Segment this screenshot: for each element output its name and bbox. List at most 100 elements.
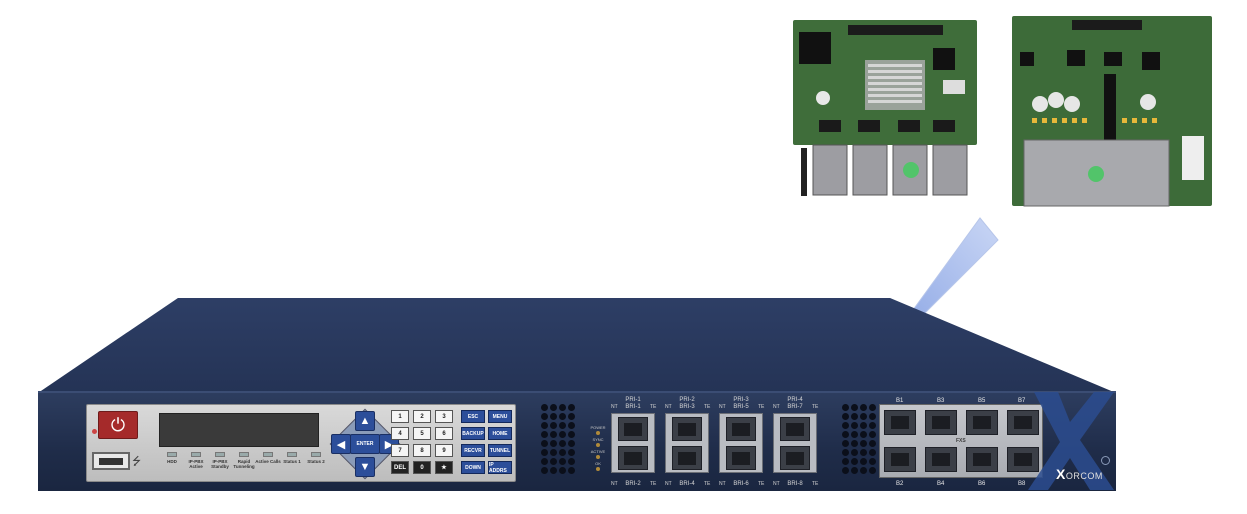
fxs-port-panel: FXS [879, 404, 1043, 478]
te-label: TE [704, 404, 711, 410]
b2-label: B2 [896, 481, 904, 487]
bri-6-port[interactable] [726, 446, 756, 470]
bri-4-label: BRI-4 [679, 481, 695, 487]
bri-6-label: BRI-6 [733, 481, 749, 487]
key-1[interactable]: 1 [391, 410, 409, 423]
b1-port[interactable] [884, 410, 916, 435]
enter-button[interactable]: ENTER [350, 434, 380, 454]
lcd-display [159, 413, 319, 447]
power-led [92, 429, 97, 434]
b4-label: B4 [937, 481, 945, 487]
led-rapid-tunneling: Rapid Tunneling [231, 452, 257, 469]
te-label: TE [812, 404, 819, 410]
led-ip-pbx-active: IP-PBX Active [183, 452, 209, 469]
b8-port[interactable] [1007, 447, 1039, 472]
bri-8-label: BRI-8 [787, 481, 803, 487]
function-keys: ESC MENU BACKUP HOME RECVR TUNNEL DOWN I… [461, 410, 513, 476]
b7-port[interactable] [1007, 410, 1039, 435]
key-star[interactable]: ★ [435, 461, 453, 474]
pri-4-port-block [773, 413, 817, 473]
bri-4-port[interactable] [672, 446, 702, 470]
b5-label: B5 [978, 398, 986, 404]
nt-label: NT [719, 481, 726, 487]
up-arrow-button[interactable]: ▲ [355, 411, 375, 431]
usb-icon: ⭍ [132, 456, 142, 468]
usb-port[interactable] [92, 452, 130, 470]
down-arrow-button[interactable]: ▼ [355, 457, 375, 477]
pri-3-port[interactable] [726, 417, 756, 441]
pri-1-port-block [611, 413, 655, 473]
front-indicator-light [1101, 456, 1110, 465]
power-icon: ⏻ [110, 415, 126, 435]
bri-1-label: BRI-1 [625, 404, 641, 410]
nt-label: NT [773, 404, 780, 410]
left-arrow-button[interactable]: ◀ [331, 434, 351, 454]
tunnel-button[interactable]: TUNNEL [488, 444, 512, 457]
key-8[interactable]: 8 [413, 444, 431, 457]
home-button[interactable]: HOME [488, 427, 512, 440]
bri-7-label: BRI-7 [787, 404, 803, 410]
brand-logo: XORCOM [1056, 466, 1103, 482]
numeric-keypad: 1 2 3 4 5 6 7 8 9 DEL 0 ★ [391, 410, 455, 476]
te-label: TE [650, 481, 657, 487]
pri-1-label: PRI-1 [625, 397, 641, 403]
b5-port[interactable] [966, 410, 998, 435]
chassis-edge [38, 391, 1116, 394]
bri-8-port[interactable] [780, 446, 810, 470]
control-panel: ⏻ ⭍ HDD IP-PBX Active IP-PBX Standby Rap… [86, 404, 516, 482]
menu-button[interactable]: MENU [488, 410, 512, 423]
b3-port[interactable] [925, 410, 957, 435]
down-button[interactable]: DOWN [461, 461, 485, 474]
ip-addrs-button[interactable]: IP ADDRS [488, 461, 512, 474]
key-del[interactable]: DEL [391, 461, 409, 474]
pri-1-port[interactable] [618, 417, 648, 441]
key-9[interactable]: 9 [435, 444, 453, 457]
pri-expansion-board [793, 20, 977, 196]
te-label: TE [704, 481, 711, 487]
fxs-label: FXS [956, 438, 966, 444]
bri-5-label: BRI-5 [733, 404, 749, 410]
pri-3-port-block [719, 413, 763, 473]
brand-x-graphic [1028, 392, 1114, 490]
led-ip-pbx-standby: IP-PBX Standby [207, 452, 233, 469]
bri-3-label: BRI-3 [679, 404, 695, 410]
pri-4-port[interactable] [780, 417, 810, 441]
nt-label: NT [611, 481, 618, 487]
key-5[interactable]: 5 [413, 427, 431, 440]
nt-label: NT [611, 404, 618, 410]
backup-button[interactable]: BACKUP [461, 427, 485, 440]
pri-3-label: PRI-3 [733, 397, 749, 403]
bri-2-port[interactable] [618, 446, 648, 470]
key-3[interactable]: 3 [435, 410, 453, 423]
nt-label: NT [719, 404, 726, 410]
status-sync: SYNC [590, 437, 606, 447]
b4-port[interactable] [925, 447, 957, 472]
key-0[interactable]: 0 [413, 461, 431, 474]
te-label: TE [758, 481, 765, 487]
key-6[interactable]: 6 [435, 427, 453, 440]
pri-2-port[interactable] [672, 417, 702, 441]
te-label: TE [812, 481, 819, 487]
b2-port[interactable] [884, 447, 916, 472]
status-leds: POWER SYNC ACTIVE OK [590, 425, 606, 473]
te-label: TE [650, 404, 657, 410]
navigation-pad: ▲ ▼ ◀ ▶ ENTER [329, 408, 401, 480]
b1-label: B1 [896, 398, 904, 404]
esc-button[interactable]: ESC [461, 410, 485, 423]
pri-2-port-block [665, 413, 709, 473]
recvr-button[interactable]: RECVR [461, 444, 485, 457]
led-status-2: Status 2 [303, 452, 329, 464]
key-4[interactable]: 4 [391, 427, 409, 440]
pri-4-label: PRI-4 [787, 397, 803, 403]
power-button[interactable]: ⏻ [98, 411, 138, 439]
b8-label: B8 [1018, 481, 1026, 487]
te-label: TE [758, 404, 765, 410]
nt-label: NT [773, 481, 780, 487]
key-2[interactable]: 2 [413, 410, 431, 423]
bri-expansion-board [1012, 16, 1212, 207]
b7-label: B7 [1018, 398, 1026, 404]
b6-port[interactable] [966, 447, 998, 472]
key-7[interactable]: 7 [391, 444, 409, 457]
pri-2-label: PRI-2 [679, 397, 695, 403]
